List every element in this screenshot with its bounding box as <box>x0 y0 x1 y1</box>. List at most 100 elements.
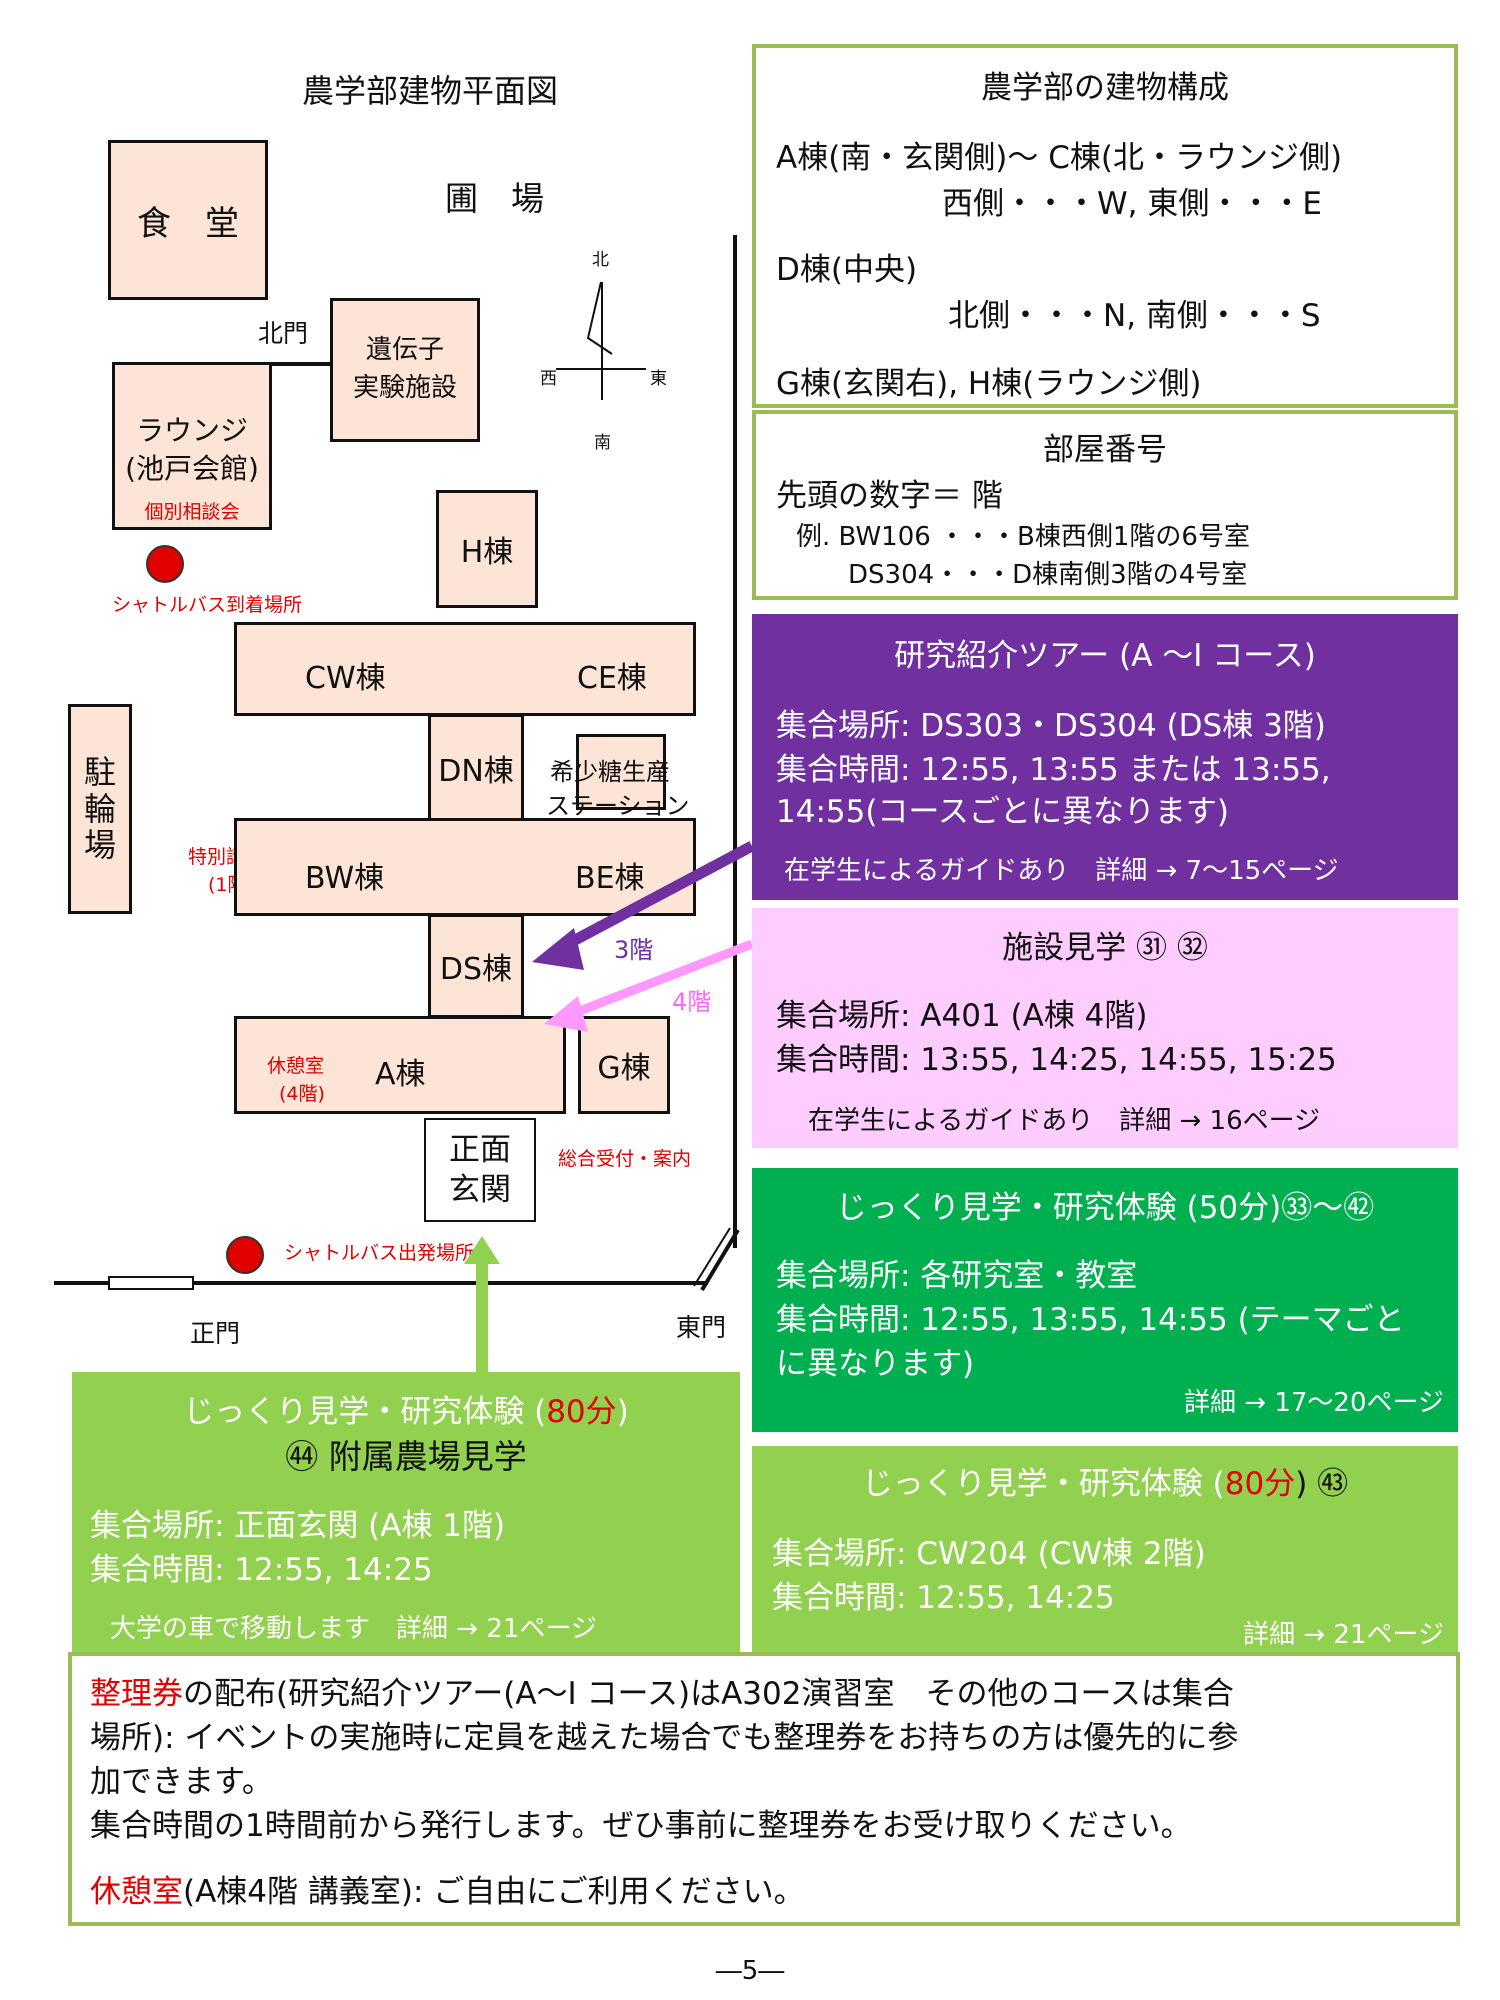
building-ds: DS棟 <box>428 914 524 1018</box>
building-dn: DN棟 <box>428 714 524 822</box>
farm-visit-duration: 80分 <box>546 1394 617 1430</box>
rest-room-line1: 休憩室 <box>267 1055 325 1077</box>
rare-sugar-line2: ステーション <box>546 792 690 820</box>
gene-lab-line2: 実験施設 <box>352 373 457 403</box>
farm-visit-place: 集合場所: 正面玄関 (A棟 1階) <box>90 1508 506 1544</box>
main-gate-marker <box>108 1276 194 1290</box>
farm-visit-title: じっくり見学・研究体験 (80分) <box>72 1386 740 1431</box>
building-ce-label: CE棟 <box>577 661 647 696</box>
building-cw-label: CW棟 <box>305 661 386 696</box>
structure-line1: A棟(南・玄関側)～ C棟(北・ラウンジ側) <box>776 140 1343 176</box>
facility-tour-place: 集合場所: A401 (A棟 4階) <box>776 998 1148 1034</box>
map-title: 農学部建物平面図 <box>301 72 558 110</box>
notice-line3: 加できます。 <box>90 1764 273 1800</box>
compass-north-label: 北 <box>592 250 609 270</box>
north-arrow-icon <box>586 281 613 355</box>
deep-visit-80-title-post: ) ㊸ <box>1295 1466 1349 1502</box>
farm-visit-time: 集合時間: 12:55, 14:25 <box>90 1552 433 1588</box>
notice-ticket-label: 整理券 <box>90 1676 183 1712</box>
building-a-label: A棟 <box>375 1057 426 1092</box>
structure-title: 農学部の建物構成 <box>981 70 1229 106</box>
deep-visit-80-panel: じっくり見学・研究体験 (80分) ㊸ 集合場所: CW204 (CW棟 2階)… <box>752 1446 1458 1654</box>
compass-east-label: 東 <box>650 369 667 389</box>
shuttle-arrival-dot <box>146 545 184 583</box>
east-boundary <box>733 235 737 1248</box>
farm-visit-title-pre: じっくり見学・研究体験 ( <box>183 1394 547 1430</box>
farm-visit-subtitle: ㊹ 附属農場見学 <box>285 1437 527 1476</box>
deep-visit-50-detail: 詳細 → 17～20ページ <box>1184 1388 1444 1418</box>
deep-visit-80-duration: 80分 <box>1224 1466 1296 1502</box>
pink-arrow-icon <box>544 939 754 1032</box>
parking-char3: 場 <box>83 826 116 865</box>
structure-line3: D棟(中央) <box>776 252 918 288</box>
deep-visit-50-time2: に異なります) <box>776 1346 975 1382</box>
compass-west-label: 西 <box>540 369 557 389</box>
research-tour-panel: 研究紹介ツアー (A ～I コース) 集合場所: DS303・DS304 (DS… <box>752 614 1458 900</box>
building-h-label: H棟 <box>460 535 514 570</box>
notice-line2: 場所): イベントの実施時に定員を越えた場合でも整理券をお持ちの方は優先的に参 <box>90 1720 1239 1756</box>
farm-visit-panel: じっくり見学・研究体験 (80分) ㊹ 附属農場見学 集合場所: 正面玄関 (A… <box>72 1372 740 1654</box>
compass-south-label: 南 <box>594 433 611 453</box>
north-gate-wall <box>268 362 330 366</box>
room-numbers-line1: 先頭の数字＝ 階 <box>776 478 1003 514</box>
building-structure-panel: 農学部の建物構成 A棟(南・玄関側)～ C棟(北・ラウンジ側) 西側・・・W, … <box>752 44 1458 408</box>
green-arrow-icon <box>464 1236 500 1372</box>
structure-line4: 北側・・・N, 南側・・・S <box>948 298 1321 334</box>
compass-vertical <box>601 282 603 400</box>
facility-tour-title: 施設見学 ㉛ ㉜ <box>1002 930 1208 966</box>
research-tour-place: 集合場所: DS303・DS304 (DS棟 3階) <box>776 708 1326 744</box>
shuttle-departure-dot <box>226 1236 264 1274</box>
field-label: 圃 場 <box>445 179 544 218</box>
notice-rest-label: 休憩室 <box>90 1874 183 1910</box>
reception-label: 総合受付・案内 <box>558 1148 692 1170</box>
deep-visit-80-detail: 詳細 → 21ページ <box>1243 1620 1444 1650</box>
notice-line5: (A棟4階 講義室): ご自由にご利用ください。 <box>183 1874 805 1910</box>
building-g-label: G棟 <box>597 1051 651 1086</box>
room-numbers-line3: DS304・・・D棟南側3階の4号室 <box>848 560 1248 590</box>
compass-horizontal <box>556 368 646 370</box>
purple-arrow-icon <box>532 841 755 970</box>
deep-visit-50-place: 集合場所: 各研究室・教室 <box>776 1258 1138 1294</box>
east-gate-label: 東門 <box>676 1313 727 1342</box>
farm-visit-title-post: ) <box>616 1394 629 1430</box>
building-ds-label: DS棟 <box>439 952 513 987</box>
rest-room-line2: (4階) <box>279 1083 325 1105</box>
facility-tour-guide: 在学生によるガイドあり 詳細 → 16ページ <box>808 1106 1321 1136</box>
farm-visit-note: 大学の車で移動します 詳細 → 21ページ <box>110 1614 597 1644</box>
building-g: G棟 <box>578 1016 670 1114</box>
research-tour-time2: 14:55(コースごとに異なります) <box>776 794 1229 830</box>
notice-line1: の配布(研究紹介ツアー(A～I コース)はA302演習室 その他のコースは集合 <box>183 1676 1234 1712</box>
research-tour-title: 研究紹介ツアー (A ～I コース) <box>894 638 1316 674</box>
lounge-line1: ラウンジ <box>135 414 248 447</box>
main-entrance-line2: 玄関 <box>449 1172 511 1208</box>
facility-tour-panel: 施設見学 ㉛ ㉜ 集合場所: A401 (A棟 4階) 集合時間: 13:55,… <box>752 908 1458 1148</box>
building-bw-label: BW棟 <box>305 861 385 896</box>
lounge: ラウンジ (池戸会館) 個別相談会 <box>112 362 272 530</box>
deep-visit-80-title: じっくり見学・研究体験 (80分) ㊸ <box>752 1458 1458 1503</box>
main-gate-label: 正門 <box>190 1319 241 1348</box>
deep-visit-50-time1: 集合時間: 12:55, 13:55, 14:55 (テーマごと <box>776 1302 1405 1338</box>
floor4-label: 4階 <box>672 988 712 1016</box>
research-tour-guide: 在学生によるガイドあり 詳細 → 7～15ページ <box>784 856 1339 886</box>
room-numbers-line2: 例. BW106 ・・・B棟西側1階の6号室 <box>796 522 1250 552</box>
building-a: 休憩室 (4階) A棟 <box>234 1016 566 1114</box>
building-be-label: BE棟 <box>575 861 645 896</box>
structure-line5: G棟(玄関右), H棟(ラウンジ側) <box>776 366 1202 402</box>
deep-visit-50-panel: じっくり見学・研究体験 (50分)㉝～㊷ 集合場所: 各研究室・教室 集合時間:… <box>752 1168 1458 1432</box>
main-entrance: 正面 玄関 <box>424 1118 536 1222</box>
research-tour-time1: 集合時間: 12:55, 13:55 または 13:55, <box>776 752 1331 788</box>
lounge-line2: (池戸会館) <box>125 452 259 485</box>
notice-panel: 整理券の配布(研究紹介ツアー(A～I コース)はA302演習室 その他のコースは… <box>68 1652 1460 1926</box>
cafeteria: 食 堂 <box>108 140 268 300</box>
building-h: H棟 <box>436 490 538 608</box>
shuttle-departure-label: シャトルバス出発場所 <box>284 1242 475 1264</box>
deep-visit-50-title: じっくり見学・研究体験 (50分)㉝～㊷ <box>835 1190 1375 1226</box>
gene-lab-line1: 遺伝子 <box>365 335 444 366</box>
cafeteria-label: 食 堂 <box>137 203 239 244</box>
rare-sugar-line1: 希少糖生産 <box>550 758 670 786</box>
facility-tour-time: 集合時間: 13:55, 14:25, 14:55, 15:25 <box>776 1042 1337 1078</box>
structure-line2: 西側・・・W, 東側・・・E <box>942 186 1322 222</box>
consultation-label: 個別相談会 <box>144 501 240 523</box>
notice-line4: 集合時間の1時間前から発行します。ぜひ事前に整理券をお受け取りください。 <box>90 1808 1192 1844</box>
